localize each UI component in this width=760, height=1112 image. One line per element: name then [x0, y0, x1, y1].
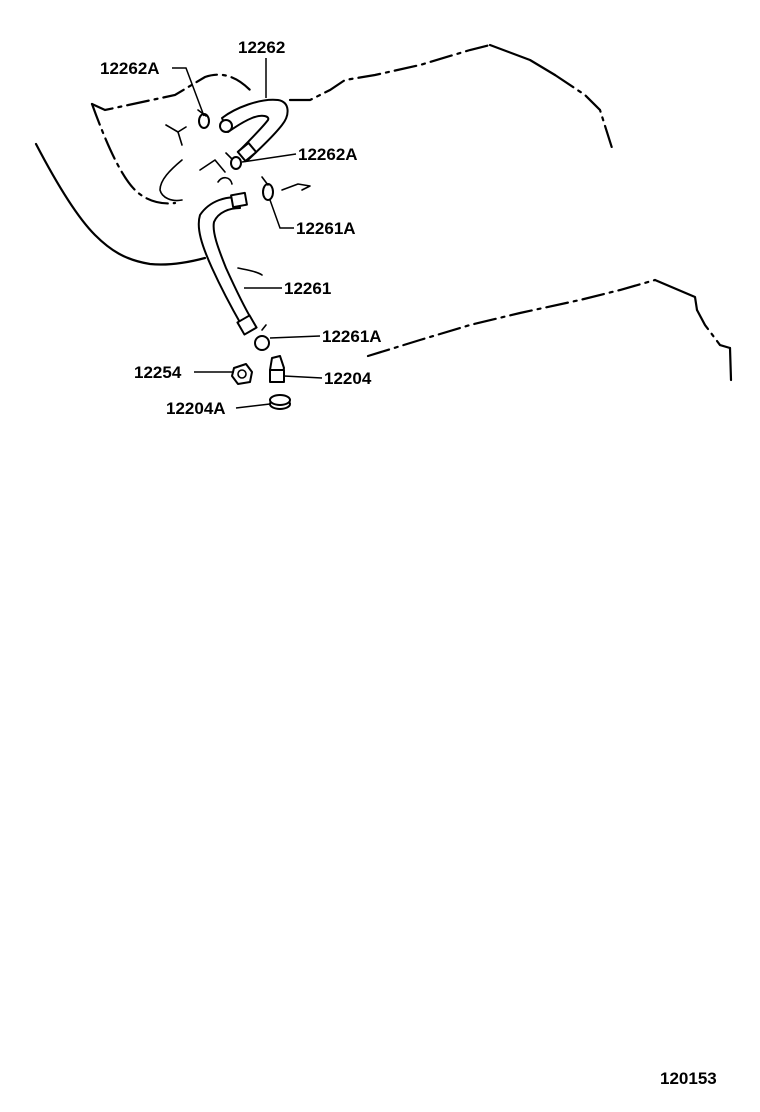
- label-12261: 12261: [284, 279, 331, 298]
- leader-lines: [172, 58, 323, 409]
- label-12261A-upper: 12261A: [296, 219, 356, 238]
- hose-12262: [219, 98, 289, 163]
- inner-curves: [159, 159, 233, 202]
- label-12261A-lower: 12261A: [322, 327, 382, 346]
- label-12262A-mid: 12262A: [298, 145, 358, 164]
- clip-12261A-lower: [254, 324, 270, 351]
- label-12262A-top: 12262A: [100, 59, 160, 78]
- clamp-12262A-top: [197, 109, 210, 129]
- label-12204A: 12204A: [166, 399, 226, 418]
- plug-12254: [231, 363, 253, 385]
- label-12254: 12254: [134, 363, 182, 382]
- fitting-12204: [269, 355, 285, 383]
- gasket-12204A: [269, 394, 291, 410]
- label-12262: 12262: [238, 38, 285, 57]
- label-12204: 12204: [324, 369, 372, 388]
- hose-12261: [197, 191, 258, 336]
- diagram-reference-number: 120153: [660, 1069, 717, 1088]
- engine-outline: [34, 43, 733, 382]
- bracket: [165, 124, 187, 146]
- clamp-12262A-mid: [225, 152, 242, 170]
- clip-12261A-upper: [261, 176, 311, 201]
